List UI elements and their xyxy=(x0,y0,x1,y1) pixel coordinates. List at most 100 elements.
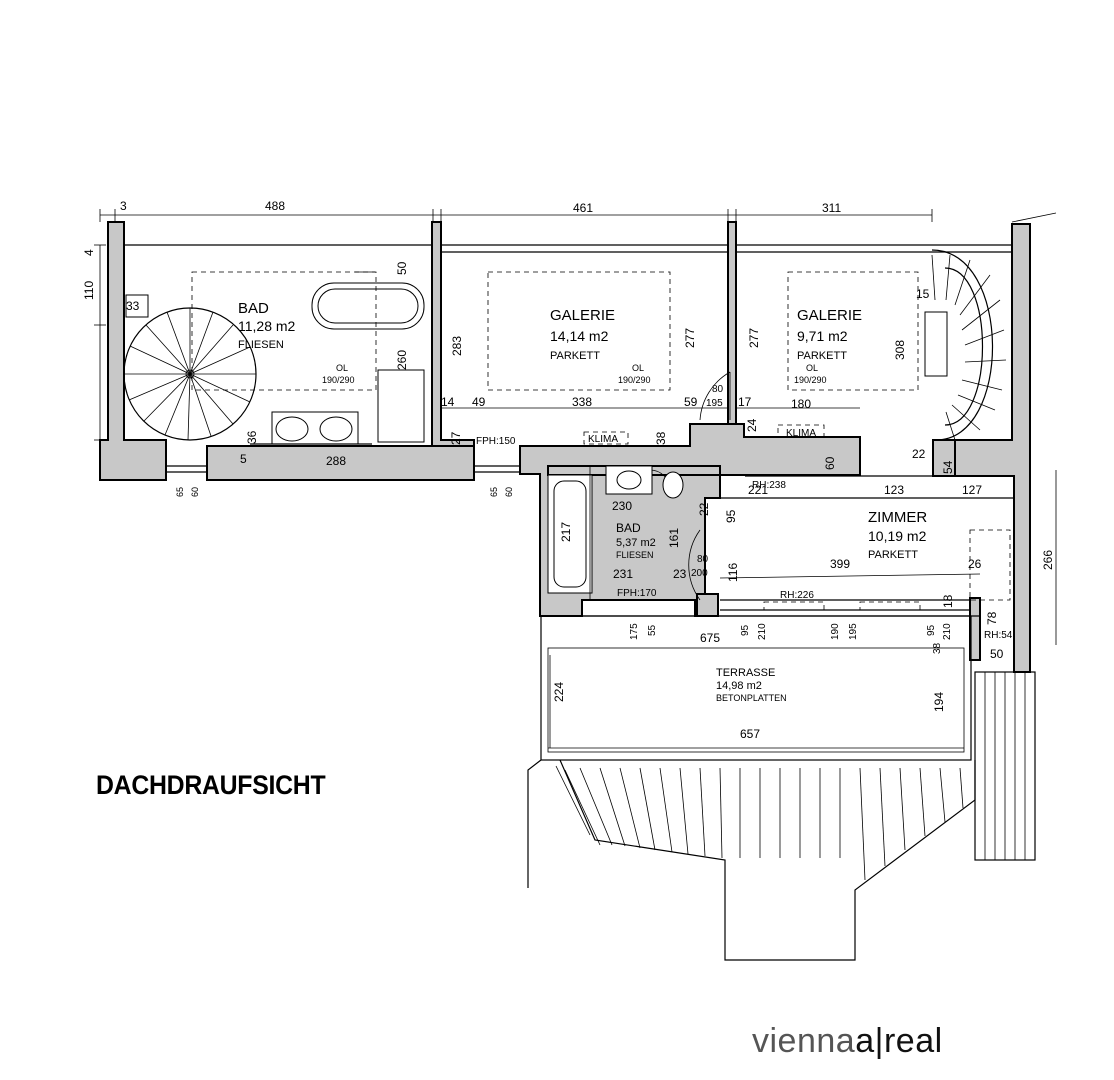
svg-text:5: 5 xyxy=(240,452,247,466)
svg-text:657: 657 xyxy=(740,727,760,741)
brand-logo: viennaa|real xyxy=(752,1022,943,1061)
svg-text:175: 175 xyxy=(629,623,640,640)
svg-text:277: 277 xyxy=(747,328,761,348)
svg-text:195: 195 xyxy=(706,398,723,409)
room-area: 11,28 m2 xyxy=(238,318,296,334)
svg-text:231: 231 xyxy=(613,567,633,581)
room-material: PARKETT xyxy=(797,350,847,362)
svg-text:190/290: 190/290 xyxy=(322,375,355,385)
svg-text:266: 266 xyxy=(1041,550,1055,570)
left-dimension: 110 4 xyxy=(82,244,106,441)
room-terrasse: TERRASSE 14,98 m2 BETONPLATTEN xyxy=(716,667,787,703)
galerie-1-skylight xyxy=(487,271,671,391)
svg-text:50: 50 xyxy=(395,261,409,275)
bad-2-fixtures xyxy=(547,465,684,594)
svg-text:217: 217 xyxy=(559,522,573,542)
svg-text:283: 283 xyxy=(450,336,464,356)
room-galerie-2: GALERIE 9,71 m2 PARKETT xyxy=(797,307,862,362)
svg-text:221: 221 xyxy=(748,483,768,497)
logo-separator: | xyxy=(874,1022,884,1060)
dim-461: 461 xyxy=(573,201,593,215)
svg-text:210: 210 xyxy=(942,623,953,640)
svg-text:399: 399 xyxy=(830,557,850,571)
svg-text:78: 78 xyxy=(985,611,999,625)
svg-text:26: 26 xyxy=(968,557,982,571)
room-material: BETONPLATTEN xyxy=(716,693,787,703)
svg-text:27: 27 xyxy=(449,431,463,445)
room-zimmer: ZIMMER 10,19 m2 PARKETT xyxy=(868,509,927,561)
svg-text:190/290: 190/290 xyxy=(794,375,827,385)
window-label-3: OL 190/290 xyxy=(794,363,827,385)
window-label-2: OL 190/290 xyxy=(618,363,651,385)
svg-text:33: 33 xyxy=(126,299,140,313)
svg-text:675: 675 xyxy=(700,631,720,645)
svg-text:OL: OL xyxy=(632,363,644,373)
svg-text:194: 194 xyxy=(932,692,946,712)
logo-part1: vienna xyxy=(752,1022,856,1060)
svg-text:80: 80 xyxy=(712,384,724,395)
room-name: BAD xyxy=(616,521,641,535)
svg-text:60: 60 xyxy=(190,487,200,497)
svg-text:95: 95 xyxy=(740,624,751,636)
svg-text:50: 50 xyxy=(990,647,1004,661)
svg-text:127: 127 xyxy=(962,483,982,497)
rh-238-label: RH:238 xyxy=(752,480,786,491)
svg-text:14: 14 xyxy=(441,395,455,409)
svg-text:60: 60 xyxy=(504,487,514,497)
svg-text:36: 36 xyxy=(245,430,259,444)
dimension-numbers: 33 50 260 283 36 5 288 14 27 49 338 277 … xyxy=(126,261,1055,741)
rh-226-label: RH:226 xyxy=(780,590,814,601)
room-name: GALERIE xyxy=(550,307,615,324)
svg-text:38: 38 xyxy=(932,642,943,654)
bad-1-fixtures xyxy=(191,271,425,445)
svg-text:60: 60 xyxy=(823,456,837,470)
svg-text:95: 95 xyxy=(926,624,937,636)
radiator-1 xyxy=(763,601,825,611)
room-area: 5,37 m2 xyxy=(616,537,656,549)
svg-text:210: 210 xyxy=(757,623,768,640)
svg-text:200: 200 xyxy=(691,568,708,579)
room-area: 14,98 m2 xyxy=(716,680,762,692)
walls xyxy=(99,221,1031,673)
svg-text:22: 22 xyxy=(912,447,926,461)
spiral-staircase xyxy=(123,294,257,441)
svg-text:80: 80 xyxy=(697,554,709,565)
top-dimension-chain: 3 488 461 311 xyxy=(99,199,1057,223)
svg-text:49: 49 xyxy=(472,395,486,409)
svg-text:277: 277 xyxy=(683,328,697,348)
room-galerie-1: GALERIE 14,14 m2 PARKETT xyxy=(550,307,615,362)
dim-311: 311 xyxy=(822,201,841,215)
svg-text:230: 230 xyxy=(612,499,632,513)
svg-text:180: 180 xyxy=(791,397,811,411)
room-name: BAD xyxy=(238,300,269,317)
svg-text:123: 123 xyxy=(884,483,904,497)
svg-text:190: 190 xyxy=(830,623,841,640)
room-area: 14,14 m2 xyxy=(550,328,609,344)
zimmer-skylight xyxy=(969,529,1011,601)
svg-text:195: 195 xyxy=(848,623,859,640)
svg-text:38: 38 xyxy=(654,431,668,445)
svg-text:95: 95 xyxy=(724,509,738,523)
logo-part3: real xyxy=(883,1022,943,1060)
svg-text:17: 17 xyxy=(738,395,752,409)
room-name: GALERIE xyxy=(797,307,862,324)
radiator-2 xyxy=(859,601,921,611)
svg-text:65: 65 xyxy=(175,487,185,497)
svg-text:59: 59 xyxy=(684,395,698,409)
klima-box-1 xyxy=(583,431,629,445)
dim-488: 488 xyxy=(265,199,285,213)
svg-text:22: 22 xyxy=(697,502,711,516)
svg-text:23: 23 xyxy=(673,567,687,581)
svg-text:OL: OL xyxy=(806,363,818,373)
room-bad-2: BAD 5,37 m2 FLIESEN xyxy=(616,521,656,560)
klima-label-1: KLIMA xyxy=(588,434,618,445)
svg-text:288: 288 xyxy=(326,454,346,468)
plan-title: DACHDRAUFSICHT xyxy=(96,770,326,800)
rh-54-label: RH:54 xyxy=(984,630,1013,641)
room-material: FLIESEN xyxy=(616,550,654,560)
fph-label-2: FPH:170 xyxy=(617,588,657,599)
svg-text:224: 224 xyxy=(552,682,566,702)
room-area: 9,71 m2 xyxy=(797,328,848,344)
svg-text:338: 338 xyxy=(572,395,592,409)
dim-3: 3 xyxy=(120,199,127,213)
